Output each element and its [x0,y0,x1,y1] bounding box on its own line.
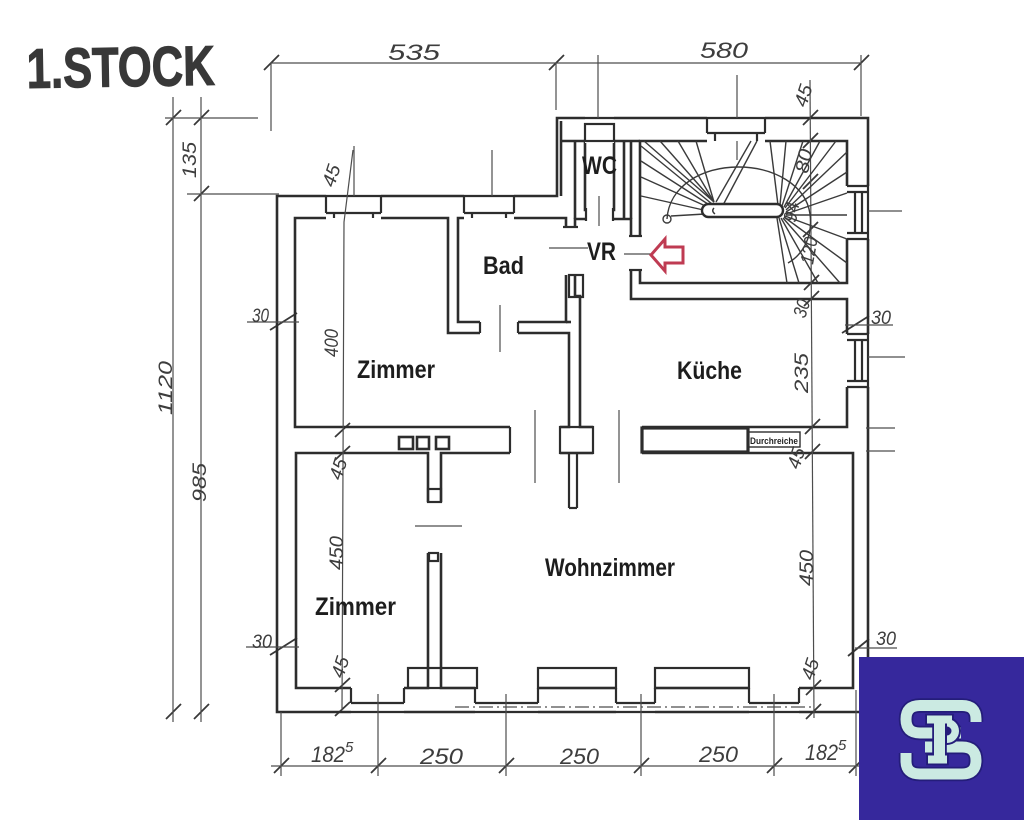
svg-text:WC: WC [582,152,617,180]
svg-text:235: 235 [792,352,813,394]
svg-text:400: 400 [322,329,343,357]
svg-text:30: 30 [252,632,272,653]
svg-text:30: 30 [252,306,269,327]
svg-text:Bad: Bad [483,252,524,280]
svg-text:250: 250 [419,744,464,769]
svg-text:30: 30 [876,629,896,650]
svg-text:Zimmer: Zimmer [357,356,435,384]
svg-text:1.STOCK: 1.STOCK [26,34,215,100]
svg-text:Durchreiche: Durchreiche [750,436,798,447]
svg-text:535: 535 [388,40,441,65]
svg-text:450: 450 [327,536,348,570]
svg-text:30: 30 [871,308,891,329]
svg-text:80: 80 [792,147,817,175]
svg-text:985: 985 [190,462,211,502]
svg-text:250: 250 [559,744,600,769]
svg-text:VR: VR [587,238,616,266]
svg-text:580: 580 [700,38,749,63]
svg-text:Küche: Küche [677,357,742,385]
svg-text:5: 5 [838,737,847,754]
svg-text:250: 250 [698,742,739,767]
svg-text:Zimmer: Zimmer [315,593,396,621]
svg-text:94: 94 [780,201,804,224]
svg-text:450: 450 [797,550,818,586]
svg-text:1120: 1120 [156,360,177,415]
svg-text:Wohnzimmer: Wohnzimmer [545,554,675,582]
svg-text:5: 5 [345,739,354,756]
svg-text:135: 135 [180,142,201,178]
svg-text:182: 182 [805,740,838,765]
svg-text:30: 30 [790,297,816,321]
svg-text:120: 120 [797,235,822,266]
svg-text:182: 182 [311,742,345,767]
